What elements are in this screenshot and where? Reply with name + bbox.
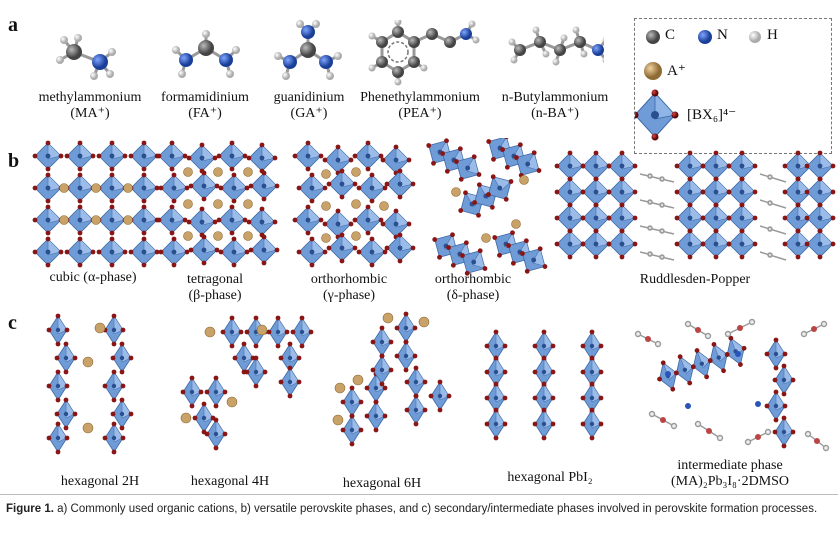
cation-name: methylammonium: [38, 90, 142, 105]
cation-abbr: (MA⁺): [70, 106, 110, 121]
phenethylammonium-molecule: [368, 20, 480, 86]
intermediate-phase-structure: [634, 318, 830, 452]
orthorhombic-gamma-structure: [292, 140, 416, 268]
cation-molecules: [56, 20, 604, 86]
cation-label-ma: methylammonium (MA⁺): [26, 90, 154, 122]
butylammonium-molecule: [508, 26, 604, 66]
phase-label-line1: hexagonal 6H: [342, 476, 422, 491]
octahedron-icon: [635, 89, 679, 141]
cation-label-fa: formamidinium (FA⁺): [150, 90, 260, 122]
legend-symbols: [635, 30, 761, 141]
phase-label-line1: intermediate phase: [677, 458, 783, 473]
guanidinium-molecule: [274, 20, 342, 80]
hexagonal-6h-structure: [332, 311, 452, 447]
nitrogen-atom-icon: [698, 30, 712, 44]
cation-name: Phenethylammonium: [360, 90, 480, 105]
phase-label-line1: Ruddlesden-Popper: [639, 272, 751, 287]
hydrogen-atom-icon: [749, 31, 761, 43]
carbon-atom-icon: [646, 30, 660, 44]
legend-octahedron-label: [BX₆]⁴⁻: [687, 107, 737, 123]
phase-label-rp: Ruddlesden-Popper: [610, 272, 780, 288]
cation-abbr: (n-BA⁺): [531, 106, 579, 121]
hexagonal-2h-structure: [46, 313, 134, 455]
cation-abbr: (PEA⁺): [398, 106, 442, 121]
legend-a-cation-label: A⁺: [667, 63, 686, 79]
phase-label-intermediate: intermediate phase (MA)₂Pb₃I₈·2DMSO: [630, 458, 830, 490]
phase-label-2h: hexagonal 2H: [40, 474, 160, 490]
legend-nitrogen-label: N: [717, 27, 728, 43]
figure-caption-label: Figure 1.: [6, 503, 54, 515]
orthorhombic-delta-structure: [418, 138, 556, 284]
secondary-phase-structures: [46, 311, 830, 455]
phase-label-line2: (γ-phase): [322, 288, 376, 303]
phase-label-pbi2: hexagonal PbI₂: [480, 470, 620, 486]
phase-label-delta: orthorhombic (δ-phase): [418, 272, 528, 304]
hexagonal-4h-structure: [180, 315, 314, 451]
cation-name: guanidinium: [273, 90, 345, 105]
hexagonal-pbi2-structure: [484, 329, 604, 441]
cation-abbr: (FA⁺): [188, 106, 222, 121]
phase-label-line1: orthorhombic: [434, 272, 512, 287]
legend-hydrogen-label: H: [767, 27, 778, 43]
phase-label-cubic: cubic (α-phase): [28, 270, 158, 286]
cation-label-nba: n-Butylammonium (n-BA⁺): [490, 90, 620, 122]
formamidinium-molecule: [172, 30, 240, 78]
phase-label-4h: hexagonal 4H: [170, 474, 290, 490]
cubic-phase-structure: [32, 140, 160, 268]
methylammonium-molecule: [56, 34, 116, 80]
figure-caption-text: a) Commonly used organic cations, b) ver…: [57, 503, 818, 515]
phase-label-line2: (MA)₂Pb₃I₈·2DMSO: [670, 474, 790, 489]
phase-label-line1: hexagonal PbI₂: [507, 470, 593, 485]
cation-name: formamidinium: [161, 90, 249, 105]
cation-label-ga: guanidinium (GA⁺): [262, 90, 356, 122]
tetragonal-phase-structure: [156, 140, 280, 268]
phase-label-line1: hexagonal 4H: [190, 474, 270, 489]
perovskite-phase-structures: [32, 138, 836, 284]
phase-label-line1: orthorhombic: [310, 272, 388, 287]
panel-label-b: b: [8, 150, 20, 172]
phase-label-line2: (β-phase): [188, 288, 242, 303]
ruddlesden-popper-structure: [554, 150, 836, 261]
panel-label-a: a: [8, 14, 18, 36]
phase-label-line1: hexagonal 2H: [60, 474, 140, 489]
caption-divider: [0, 494, 838, 495]
figure-caption: Figure 1. a) Commonly used organic catio…: [6, 502, 832, 517]
phase-label-line2: (δ-phase): [446, 288, 500, 303]
phase-label-6h: hexagonal 6H: [322, 476, 442, 492]
atom-legend: C N H A⁺ [BX₆]⁴⁻: [634, 18, 832, 154]
phase-label-tetragonal: tetragonal (β-phase): [160, 272, 270, 304]
phase-label-gamma: orthorhombic (γ-phase): [294, 272, 404, 304]
phase-label-line1: cubic (α-phase): [49, 270, 137, 285]
cation-abbr: (GA⁺): [290, 106, 328, 121]
cation-name: n-Butylammonium: [501, 90, 609, 105]
cation-label-pea: Phenethylammonium (PEA⁺): [352, 90, 488, 122]
phase-label-line1: tetragonal: [187, 272, 243, 287]
legend-carbon-label: C: [665, 27, 676, 43]
panel-label-c: c: [8, 312, 17, 334]
a-cation-atom-icon: [644, 62, 662, 80]
